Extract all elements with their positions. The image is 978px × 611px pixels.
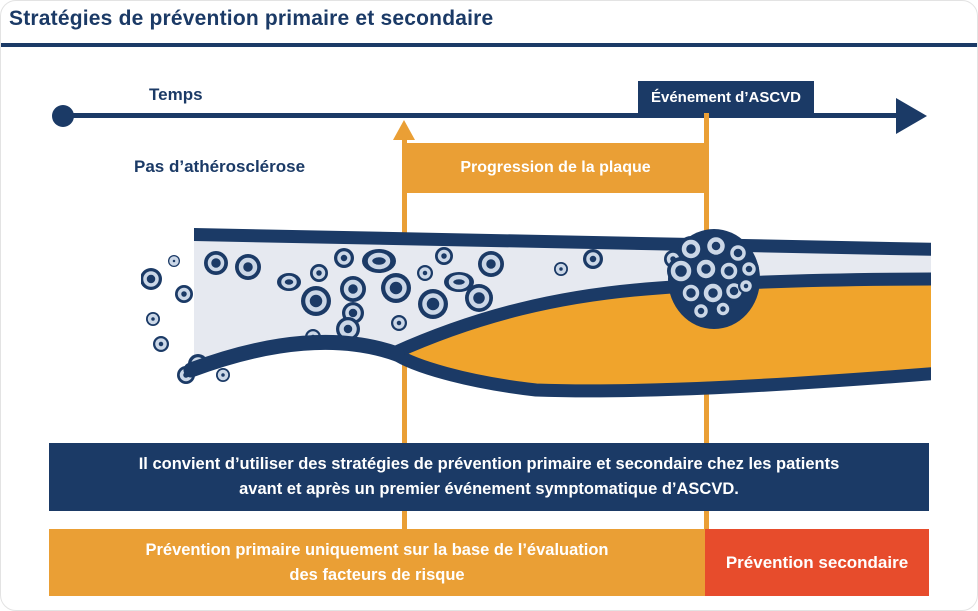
blood-cells-inside: [204, 247, 603, 345]
statement-line2: avant et après un premier événement symp…: [239, 480, 739, 498]
timeline-axis: [63, 113, 901, 118]
page-title: Stratégies de prévention primaire et sec…: [9, 7, 494, 30]
title-underline: [1, 43, 977, 47]
artery-bottom-wall: [183, 334, 405, 378]
secondary-prevention-label: Prévention secondaire: [725, 552, 909, 572]
primary-prevention-banner: Prévention primaire uniquement sur la ba…: [49, 529, 705, 596]
thrombus-cluster: [664, 229, 760, 329]
secondary-prevention-banner: Prévention secondaire: [705, 529, 929, 596]
artery-illustration: [141, 228, 931, 398]
primary-prevention-line1: Prévention primaire uniquement sur la ba…: [145, 540, 609, 559]
statement-line1: Il convient d’utiliser des stratégies de…: [138, 455, 840, 474]
timeline-label: Temps: [149, 85, 203, 104]
plaque: [387, 272, 931, 398]
plaque-progression-label: Progression de la plaque: [407, 143, 704, 193]
statement-banner: Il convient d’utiliser des stratégies de…: [49, 443, 929, 511]
plaque-start-arrow-up-icon: [393, 120, 415, 140]
no-atherosclerosis-label: Pas d’athérosclérose: [134, 157, 306, 176]
primary-prevention-line2: des facteurs de risque: [289, 565, 465, 584]
timeline-arrowhead-icon: [896, 98, 927, 134]
ascvd-event-badge: Événement d’ASCVD: [638, 81, 814, 113]
